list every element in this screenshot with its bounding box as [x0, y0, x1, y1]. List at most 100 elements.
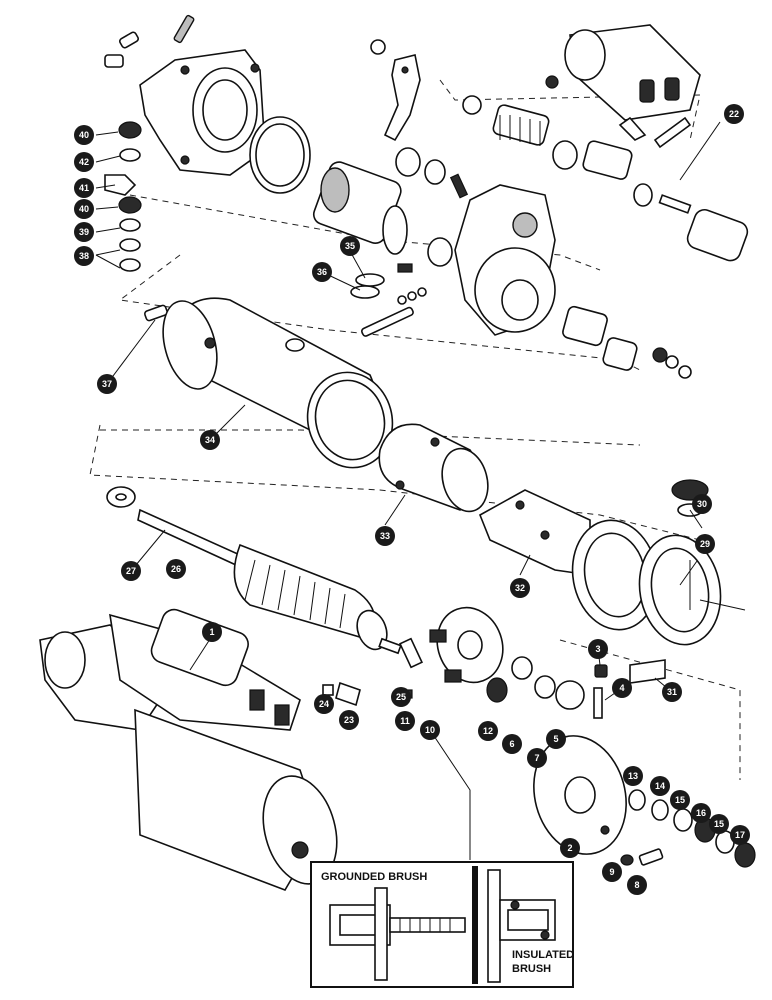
- callout-10: 10: [420, 720, 440, 740]
- callout-37: 37: [97, 374, 117, 394]
- callout-7: 7: [527, 748, 547, 768]
- spring-and-plunger: [462, 95, 749, 262]
- svg-text:30: 30: [697, 499, 707, 509]
- svg-text:37: 37: [102, 379, 112, 389]
- svg-text:26: 26: [171, 564, 181, 574]
- callout-26: 26: [166, 559, 186, 579]
- housing-gasket: [249, 116, 311, 194]
- svg-text:25: 25: [396, 692, 406, 702]
- svg-text:22: 22: [729, 109, 739, 119]
- svg-text:13: 13: [628, 771, 638, 781]
- svg-text:23: 23: [344, 715, 354, 725]
- callout-15b: 15: [709, 814, 729, 834]
- svg-text:16: 16: [696, 808, 706, 818]
- callout-34: 34: [200, 430, 220, 450]
- drive-clutch: [312, 147, 469, 255]
- insulated-brush-label-line1: INSULATED: [512, 949, 574, 961]
- terminal-hardware-stack: [104, 121, 142, 272]
- svg-text:14: 14: [655, 781, 665, 791]
- svg-text:8: 8: [634, 880, 639, 890]
- callout-29: 29: [695, 534, 715, 554]
- callout-31: 31: [662, 682, 682, 702]
- grounded-brush-label: GROUNDED BRUSH: [321, 871, 427, 883]
- callout-39: 39: [74, 222, 94, 242]
- commutator-end-frame: [533, 735, 627, 855]
- callout-5: 5: [546, 729, 566, 749]
- bushings-right: [562, 305, 692, 379]
- bearing-parts: [486, 656, 585, 710]
- pin-and-washers: [350, 263, 427, 337]
- svg-text:34: 34: [205, 435, 215, 445]
- svg-text:32: 32: [515, 583, 525, 593]
- svg-text:33: 33: [380, 531, 390, 541]
- svg-text:39: 39: [79, 227, 89, 237]
- callout-38: 38: [74, 246, 94, 266]
- callout-17: 17: [730, 825, 750, 845]
- callout-40b: 40: [74, 199, 94, 219]
- svg-text:36: 36: [317, 267, 327, 277]
- callout-24: 24: [314, 694, 334, 714]
- callout-33: 33: [375, 526, 395, 546]
- svg-text:2: 2: [567, 843, 572, 853]
- svg-text:42: 42: [79, 157, 89, 167]
- svg-text:9: 9: [609, 867, 614, 877]
- svg-text:3: 3: [595, 644, 600, 654]
- insulated-brush-drawing: [487, 869, 556, 983]
- svg-text:27: 27: [126, 566, 136, 576]
- callout-40a: 40: [74, 125, 94, 145]
- callout-4: 4: [612, 678, 632, 698]
- svg-text:40: 40: [79, 204, 89, 214]
- callout-2: 2: [560, 838, 580, 858]
- shift-lever: [370, 39, 421, 142]
- svg-text:17: 17: [735, 830, 745, 840]
- svg-text:4: 4: [619, 683, 624, 693]
- svg-text:35: 35: [345, 241, 355, 251]
- svg-text:24: 24: [319, 699, 329, 709]
- callout-36: 36: [312, 262, 332, 282]
- svg-text:10: 10: [425, 725, 435, 735]
- grounded-brush-drawing: [329, 887, 466, 981]
- callout-1: 1: [202, 622, 222, 642]
- insulated-brush-label-line2: BRUSH: [512, 963, 551, 975]
- field-frame: [162, 297, 394, 469]
- callout-9: 9: [602, 862, 622, 882]
- callout-22: 22: [724, 104, 744, 124]
- callout-25: 25: [391, 687, 411, 707]
- svg-text:12: 12: [483, 726, 493, 736]
- svg-text:40: 40: [79, 130, 89, 140]
- callout-27: 27: [121, 561, 141, 581]
- brush-spring-pin: [593, 664, 608, 719]
- drive-end-frame: [427, 184, 556, 336]
- field-coils: [571, 519, 746, 646]
- callout-32: 32: [510, 578, 530, 598]
- callout-8: 8: [627, 875, 647, 895]
- armature: [137, 508, 402, 655]
- callout-14: 14: [650, 776, 670, 796]
- insulator-pad: [629, 659, 666, 684]
- solenoid: [545, 24, 701, 141]
- pole-shoe-cylinder: [378, 423, 489, 513]
- svg-text:7: 7: [534, 753, 539, 763]
- callout-30: 30: [692, 494, 712, 514]
- svg-text:5: 5: [553, 734, 558, 744]
- svg-text:15: 15: [675, 795, 685, 805]
- callout-6: 6: [502, 734, 522, 754]
- svg-text:29: 29: [700, 539, 710, 549]
- callout-13: 13: [623, 766, 643, 786]
- end-frame-hardware: [620, 789, 756, 868]
- small-bolts-top-left: [104, 14, 195, 68]
- svg-text:15: 15: [714, 819, 724, 829]
- assembled-starter: [39, 608, 338, 891]
- callout-12: 12: [478, 721, 498, 741]
- svg-text:41: 41: [79, 183, 89, 193]
- callout-15a: 15: [670, 790, 690, 810]
- brush-holder-plate: [429, 606, 504, 684]
- callout-16: 16: [691, 803, 711, 823]
- drive-housing: [139, 49, 266, 176]
- svg-text:31: 31: [667, 687, 677, 697]
- armature-washer: [106, 486, 136, 508]
- callout-41: 41: [74, 178, 94, 198]
- svg-text:38: 38: [79, 251, 89, 261]
- svg-text:6: 6: [509, 739, 514, 749]
